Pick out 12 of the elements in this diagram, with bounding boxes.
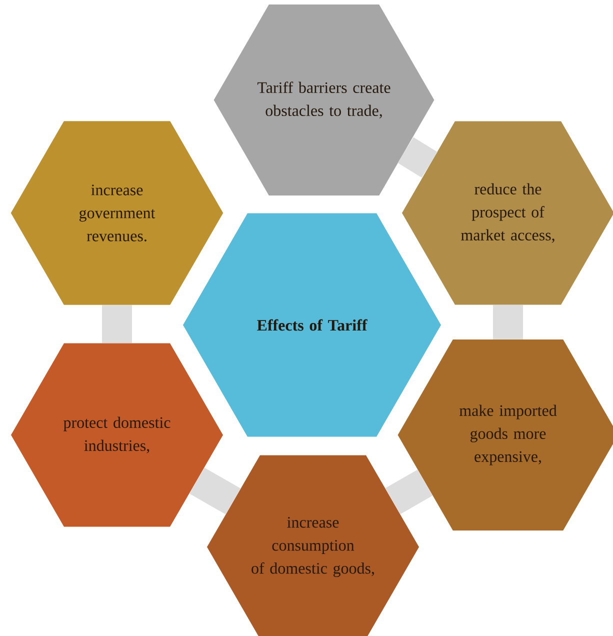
hexagon: reduce the prospect of market access, [402,121,613,305]
connector-band [398,137,438,178]
hexagon: Tariff barriers create obstacles to trade, [214,4,434,196]
connector-band [385,470,433,514]
connector-band [493,305,524,340]
connector-band [102,305,132,343]
hexagon: increase consumption of domestic goods, [207,455,419,636]
hexagon: Effects of Tariff [183,213,441,437]
hexagon: increase government revenues. [10,121,224,305]
hexagon: protect domestic industries, [11,343,223,527]
connector-band [189,468,241,514]
hexagon: make imported goods more expensive, [398,340,613,530]
